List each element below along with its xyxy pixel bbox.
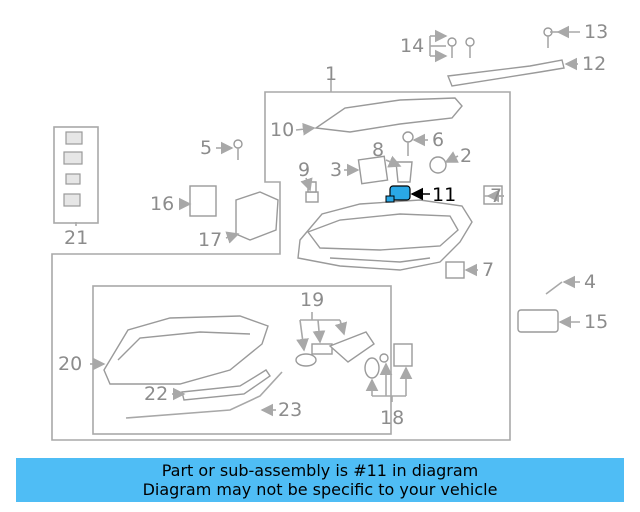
callout-19: 19 [300,289,324,311]
callout-8: 8 [372,139,384,161]
banner-line-1: Part or sub-assembly is #11 in diagram [161,461,479,480]
bracket-part-16 [189,185,217,217]
headlamp-assembly [297,199,473,271]
support-bar-part [447,59,565,87]
pin-part-4 [545,281,563,295]
callout-21: 21 [64,227,88,249]
clip-set-21 [63,131,83,207]
callout-2: 2 [460,145,472,167]
info-banner: Part or sub-assembly is #11 in diagram D… [16,458,624,502]
assembly-frame [51,91,511,441]
control-module-part-15 [517,309,559,333]
clip-part-lower [445,261,465,279]
socket-set-18 [364,343,413,379]
bracket-part [357,155,389,185]
callout-14: 14 [400,35,424,57]
callout-7-lower: 7 [482,259,494,281]
callout-9: 9 [298,159,310,181]
callout-12: 12 [582,53,606,75]
callout-23: 23 [278,399,302,421]
highlighted-part-11 [385,185,411,203]
callout-11: 11 [432,184,456,206]
parts-diagram: 1 2 3 4 5 6 7 7 8 9 11 10 12 13 14 15 16… [51,21,608,441]
callout-7-upper: 7 [490,185,502,207]
bolt-part-5 [233,139,243,160]
gasket-set-19 [295,331,375,367]
callout-5: 5 [200,137,212,159]
callout-4: 4 [584,271,596,293]
inner-headlamp [103,315,269,385]
callout-22: 22 [144,383,168,405]
callout-16: 16 [150,193,174,215]
bolt-part-13 [543,27,553,48]
gasket-part [429,156,447,174]
callout-18: 18 [380,407,404,429]
screw-part [402,131,414,156]
callout-17: 17 [198,229,222,251]
callout-3: 3 [330,159,342,181]
bolt-part-14 [447,37,475,58]
module-part-17 [235,191,279,241]
callout-6: 6 [432,129,444,151]
banner-line-2: Diagram may not be specific to your vehi… [142,480,498,499]
callout-15: 15 [584,311,608,333]
callout-10: 10 [270,119,294,141]
bezel-part [314,97,463,133]
callout-20: 20 [58,353,82,375]
callout-13: 13 [584,21,608,43]
trim-strip-23 [125,371,283,419]
callout-1: 1 [325,63,337,85]
